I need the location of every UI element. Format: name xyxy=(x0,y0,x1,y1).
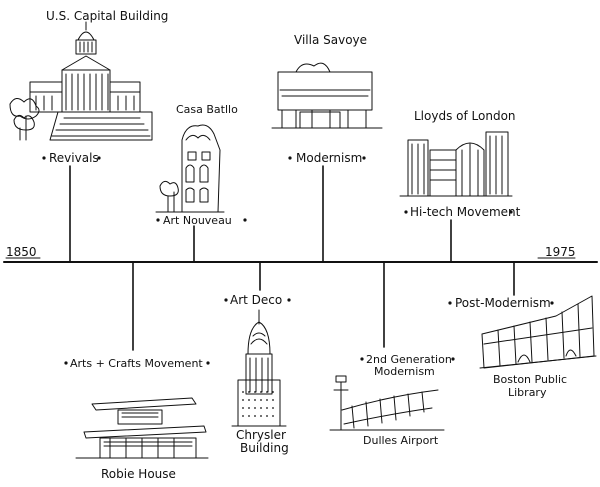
milestone-second-gen-modernism: 2nd Generation Modernism Dulles Airport xyxy=(329,353,455,447)
dulles-title: Dulles Airport xyxy=(363,434,439,447)
style-label-second-gen-line2: Modernism xyxy=(374,365,435,378)
milestone-art-deco: Art Deco Chrysler Building xyxy=(224,293,291,455)
bullet-dot xyxy=(243,218,247,222)
library-title-line1: Boston Public xyxy=(493,373,567,386)
bullet-dot xyxy=(550,301,554,305)
bullet-dot xyxy=(206,361,210,365)
style-label-second-gen-line1: 2nd Generation xyxy=(366,353,452,366)
bullet-dot xyxy=(42,156,46,160)
style-label-art-deco: Art Deco xyxy=(230,293,282,307)
capitol-title: U.S. Capital Building xyxy=(46,9,168,23)
bullet-dot xyxy=(64,361,68,365)
bullet-dot xyxy=(360,357,364,361)
style-label-arts-crafts: Arts + Crafts Movement xyxy=(70,357,203,370)
milestone-arts-crafts: Arts + Crafts Movement Robie House xyxy=(64,357,210,481)
villa-savoye-icon xyxy=(271,62,383,129)
bullet-dot xyxy=(224,298,228,302)
milestone-revivals: U.S. Capital Building xyxy=(9,9,168,165)
chrysler-title-line1: Chrysler xyxy=(236,428,286,442)
lloyds-building-icon xyxy=(399,131,513,197)
villa-savoye-title: Villa Savoye xyxy=(294,33,367,47)
bullet-dot xyxy=(448,301,452,305)
end-year-label: 1975 xyxy=(545,245,576,259)
dulles-airport-icon xyxy=(329,375,445,431)
robie-house-icon xyxy=(75,397,209,459)
style-label-modernism: Modernism xyxy=(296,151,362,165)
casa-batllo-icon xyxy=(155,124,225,213)
bullet-dot xyxy=(156,218,160,222)
chrysler-building-icon xyxy=(231,309,287,427)
capitol-building-icon xyxy=(9,21,153,141)
lloyds-title: Lloyds of London xyxy=(414,109,516,123)
connectors xyxy=(69,165,515,351)
chrysler-title-line2: Building xyxy=(240,441,289,455)
milestone-art-nouveau: Casa Batllo Art Nouveau xyxy=(155,103,247,227)
milestone-post-modernism: Post-Modernism Boston Public Library xyxy=(448,295,597,399)
casa-batllo-title: Casa Batllo xyxy=(176,103,238,116)
start-year-label: 1850 xyxy=(6,245,37,259)
milestone-hi-tech: Lloyds of London Hi-tech Movement xyxy=(399,109,521,219)
style-label-revivals: Revivals xyxy=(49,151,99,165)
bullet-dot xyxy=(509,210,513,214)
milestone-modernism: Villa Savoye Modernism xyxy=(271,33,383,165)
bullet-dot xyxy=(288,156,292,160)
timeline: 1850 1975 xyxy=(3,245,598,263)
library-title-line2: Library xyxy=(508,386,547,399)
bullet-dot xyxy=(362,156,366,160)
bullet-dot xyxy=(97,156,101,160)
bullet-dot xyxy=(451,357,455,361)
style-label-art-nouveau: Art Nouveau xyxy=(163,214,232,227)
bullet-dot xyxy=(287,298,291,302)
style-label-hi-tech: Hi-tech Movement xyxy=(410,205,521,219)
robie-house-title: Robie House xyxy=(101,467,176,481)
style-label-post-modernism: Post-Modernism xyxy=(455,296,551,310)
bullet-dot xyxy=(404,210,408,214)
boston-library-icon xyxy=(479,295,597,369)
